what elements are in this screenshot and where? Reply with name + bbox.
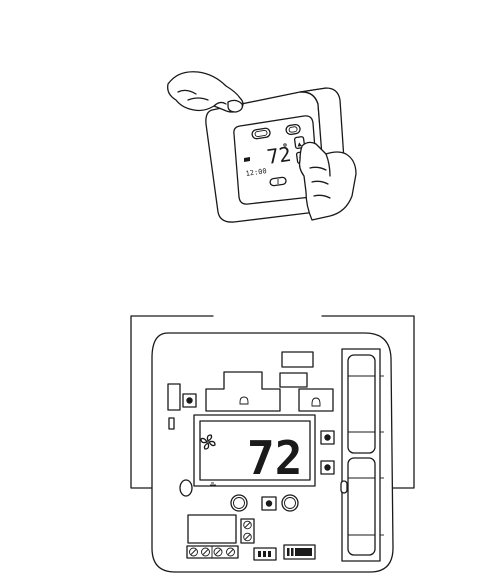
left-slot bbox=[168, 384, 180, 410]
thermostat-internal-diagram: 72 bbox=[131, 316, 414, 572]
right-connector-block bbox=[299, 389, 333, 411]
top-label-rect bbox=[282, 352, 313, 367]
screw-pair-block bbox=[241, 519, 254, 543]
lcd-temperature-readout: 72 bbox=[247, 431, 302, 485]
lower-left-module bbox=[188, 515, 236, 543]
battery-bottom bbox=[348, 458, 375, 555]
thermostat-removal-illustration: 72 12:00 ▲ ▼ bbox=[168, 72, 356, 222]
left-oval-hole bbox=[180, 480, 192, 496]
battery-top bbox=[348, 355, 375, 453]
battery-release-tab bbox=[341, 481, 347, 493]
thermostat-fan-button bbox=[285, 124, 300, 135]
upper-connector bbox=[280, 373, 307, 387]
right-hand-illustration bbox=[300, 142, 357, 220]
top-temperature-readout: 72 bbox=[265, 142, 292, 169]
left-small-slot bbox=[169, 418, 174, 429]
